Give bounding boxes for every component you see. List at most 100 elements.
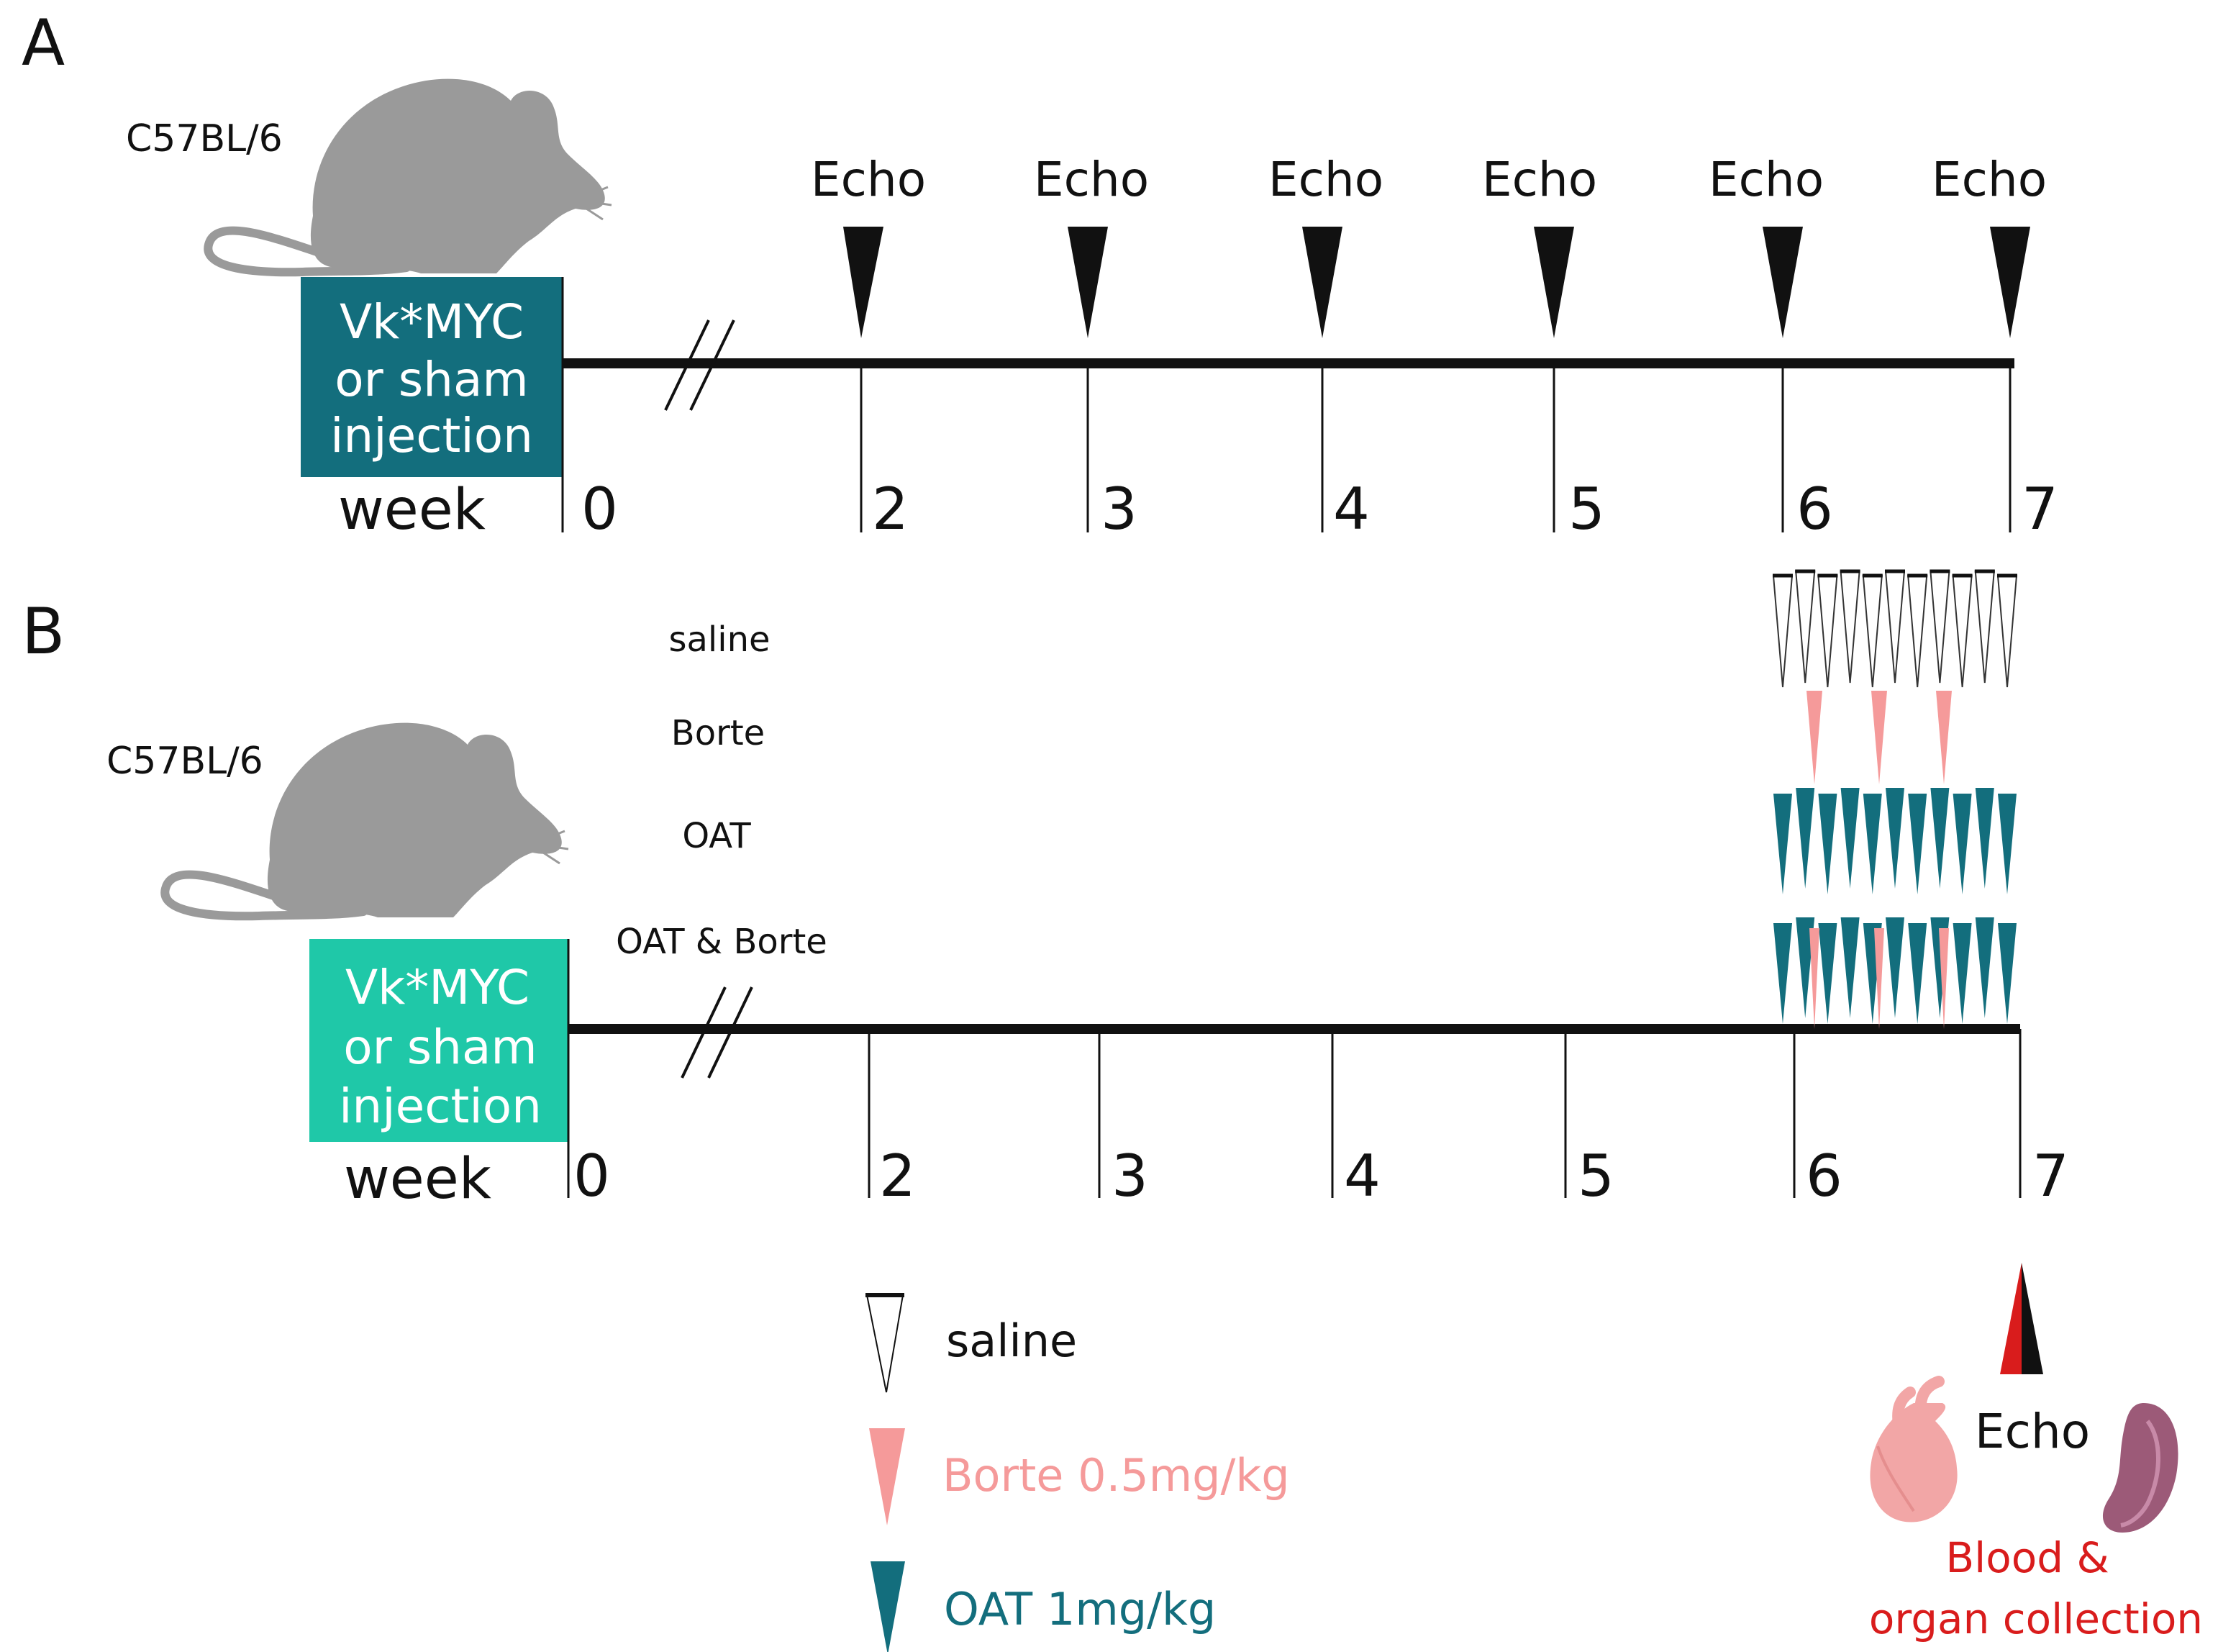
oat-dose-mark — [1863, 794, 1882, 894]
panel-a-week-5: 5 — [1568, 476, 1605, 543]
oat-dose-mark — [1796, 788, 1815, 889]
legend-saline-icon — [865, 1294, 904, 1393]
oat-dose-mark — [1953, 923, 1972, 1024]
borte-dose-mark — [1874, 928, 1884, 1029]
echo-label-week-6: Echo — [1709, 152, 1824, 207]
saline-dose-mark — [1840, 571, 1860, 684]
borte-dose-mark — [1936, 691, 1952, 784]
oat-dose-mark — [1953, 794, 1972, 894]
oat-borte-dose-row — [1773, 917, 2017, 1029]
oat-dose-mark — [1998, 794, 2017, 894]
oat-dose-mark — [1975, 917, 1994, 1018]
panel-a-injection-box — [301, 277, 563, 477]
saline-dose-mark — [1884, 571, 1906, 684]
group-label-oat: OAT — [682, 816, 751, 856]
panel-a-echo-markers: Echo Echo Echo Echo Echo Echo — [811, 152, 2047, 338]
panel-b-injection-line-3: injection — [339, 1079, 542, 1134]
legend-saline-label: saline — [946, 1315, 1077, 1367]
panel-b-letter: B — [22, 594, 65, 668]
saline-dose-mark — [1862, 575, 1883, 688]
panel-b-week-4: 4 — [1344, 1143, 1381, 1210]
panel-a-week-0: 0 — [581, 476, 618, 543]
panel-b-injection-box — [309, 939, 568, 1142]
oat-dose-mark — [1773, 923, 1792, 1024]
saline-dose-mark — [1772, 575, 1794, 688]
group-label-saline: saline — [668, 620, 770, 660]
panel-a-week-4: 4 — [1333, 476, 1370, 543]
oat-dose-mark — [1886, 917, 1904, 1018]
saline-dose-mark — [1907, 575, 1928, 688]
echo-arrow-week-6-icon — [1763, 227, 1803, 338]
panel-a-injection-line-1: Vk*MYC — [340, 294, 524, 350]
panel-b-week-2: 2 — [879, 1143, 916, 1210]
legend-borte-label: Borte 0.5mg/kg — [942, 1449, 1290, 1502]
oat-dose-mark — [1796, 917, 1815, 1018]
oat-dose-mark — [1998, 923, 2017, 1024]
borte-dose-mark — [1939, 928, 1949, 1029]
oat-dose-mark — [1930, 788, 1950, 889]
panel-b-axis-break-1 — [681, 986, 727, 1079]
echo-label-week-7: Echo — [1932, 152, 2047, 207]
panel-a-strain-label: C57BL/6 — [126, 117, 283, 160]
oat-dose-mark — [1840, 788, 1860, 889]
panel-a: A C57BL/6 Vk*MYC or sham injection week … — [22, 6, 2058, 543]
group-label-oat-borte: OAT & Borte — [616, 922, 827, 962]
oat-dose-mark — [1818, 923, 1837, 1024]
panel-a-injection-line-2: or sham — [335, 352, 528, 407]
oat-dose-mark — [1975, 788, 1994, 889]
panel-b-axis-break-2 — [707, 986, 753, 1079]
endpoint-arrow-black-icon — [2022, 1263, 2043, 1374]
panel-a-week-7: 7 — [2022, 476, 2058, 543]
legend-borte-icon — [869, 1428, 905, 1525]
borte-dose-row — [1806, 691, 1952, 784]
panel-a-axis-break-1 — [664, 319, 710, 411]
panel-b-injection-line-1: Vk*MYC — [345, 960, 529, 1015]
legend-oat-label: OAT 1mg/kg — [944, 1583, 1216, 1635]
panel-b-week-6: 6 — [1806, 1143, 1842, 1210]
endpoint-collection-line-1: Blood & — [1945, 1533, 2109, 1582]
legend-oat-icon — [871, 1561, 905, 1652]
saline-dose-mark — [1817, 575, 1838, 688]
panel-a-week-label: week — [338, 478, 486, 543]
echo-arrow-week-7-icon — [1990, 227, 2030, 338]
saline-dose-mark — [1795, 571, 1816, 684]
echo-label-week-3: Echo — [1034, 152, 1149, 207]
echo-arrow-week-2-icon — [843, 227, 883, 338]
echo-label-week-5: Echo — [1482, 152, 1597, 207]
oat-dose-mark — [1840, 917, 1860, 1018]
endpoint: Echo Blood & organ collection — [1869, 1263, 2203, 1643]
echo-arrow-week-4-icon — [1302, 227, 1342, 338]
panel-b-week-7: 7 — [2032, 1143, 2069, 1210]
panel-b-week-0: 0 — [573, 1143, 610, 1210]
panel-b-week-label: week — [344, 1147, 491, 1212]
saline-dose-mark — [1952, 575, 1973, 688]
panel-b: B C57BL/6 saline Borte OAT OAT & Borte V… — [22, 569, 2069, 1212]
panel-a-axis-break-2 — [689, 319, 735, 411]
saline-dose-mark — [1930, 571, 1950, 684]
borte-dose-mark — [1809, 928, 1819, 1029]
mouse-silhouette-icon — [204, 78, 612, 277]
echo-arrow-week-3-icon — [1068, 227, 1108, 338]
oat-dose-row — [1773, 788, 2017, 894]
echo-arrow-week-5-icon — [1534, 227, 1574, 338]
panel-a-injection-line-3: injection — [330, 408, 533, 463]
echo-label-week-2: Echo — [811, 152, 926, 207]
legend: saline Borte 0.5mg/kg OAT 1mg/kg — [865, 1293, 1290, 1652]
endpoint-echo-label: Echo — [1975, 1404, 2090, 1459]
oat-dose-mark — [1818, 794, 1837, 894]
heart-icon — [1870, 1376, 1958, 1522]
panel-a-week-2: 2 — [872, 476, 909, 543]
panel-b-week-3: 3 — [1112, 1143, 1148, 1210]
panel-b-strain-label: C57BL/6 — [106, 740, 263, 783]
oat-dose-mark — [1773, 794, 1792, 894]
mouse-silhouette-icon — [160, 722, 569, 921]
endpoint-collection-line-2: organ collection — [1869, 1594, 2203, 1643]
oat-dose-mark — [1908, 923, 1927, 1024]
panel-a-week-3: 3 — [1101, 476, 1137, 543]
saline-dose-mark — [1974, 571, 1995, 684]
spleen-icon — [2102, 1403, 2178, 1533]
borte-dose-mark — [1871, 691, 1887, 784]
panel-a-week-6: 6 — [1796, 476, 1833, 543]
group-label-borte: Borte — [671, 713, 765, 753]
